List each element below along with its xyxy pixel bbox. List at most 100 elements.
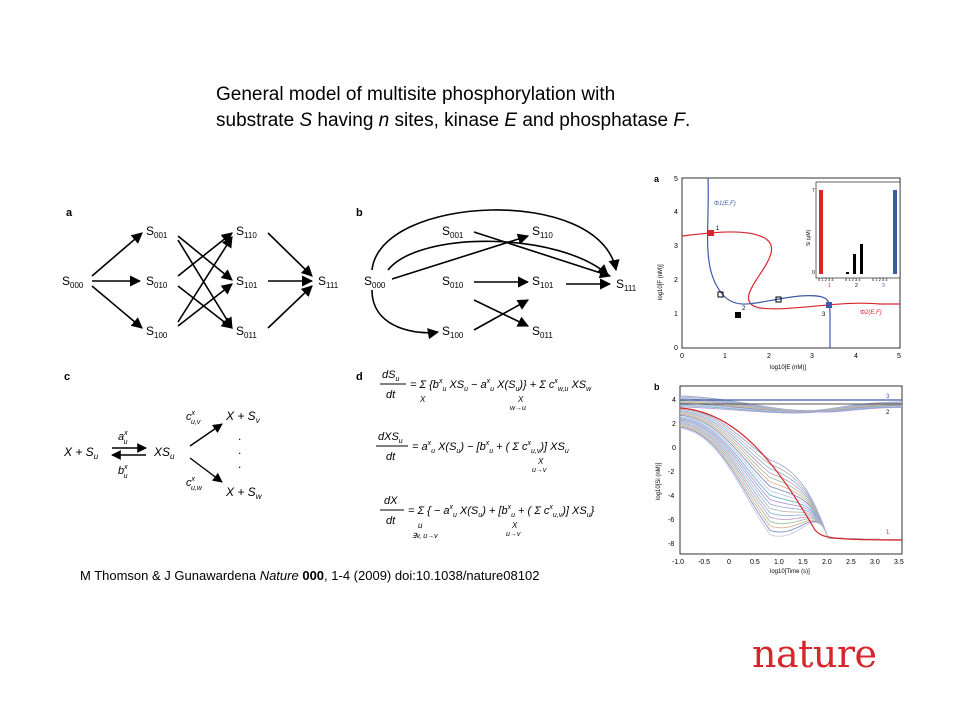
svg-text:1: 1	[886, 530, 890, 536]
node-s001: S001	[146, 224, 168, 240]
svg-text:3.0: 3.0	[870, 559, 880, 566]
svg-text:0: 0	[674, 345, 678, 352]
node-s011: S011	[236, 324, 257, 340]
svg-text:.: .	[238, 457, 241, 471]
svg-text:cxu,v: cxu,v	[186, 410, 201, 426]
svg-text:7: 7	[812, 188, 815, 194]
trajectory-line	[679, 426, 903, 541]
arrows-a	[91, 232, 314, 329]
node-s111: S111	[318, 274, 339, 290]
node-b-s010: S010	[442, 274, 464, 290]
svg-text:cxu,w: cxu,w	[186, 476, 203, 492]
nature-logo: nature	[752, 632, 877, 676]
svg-text:dXSu: dXSu	[378, 431, 403, 445]
svg-text:= axu X(Su) − [bxu + ( Σ cxu,v: = axu X(Su) − [bxu + ( Σ cxu,v)] XSu	[412, 440, 569, 455]
svg-text:2: 2	[742, 306, 746, 312]
node-b-s011: S011	[532, 324, 553, 340]
svg-text:log10[Si (nM)]: log10[Si (nM)]	[656, 462, 662, 500]
node-b-s100: S100	[442, 324, 464, 340]
svg-text:u: u	[418, 521, 423, 530]
plot-a-xticks: 0 1 2 3 4 5	[680, 353, 901, 360]
svg-text:X: X	[511, 521, 518, 530]
svg-text:0: 0	[812, 270, 815, 276]
svg-text:3: 3	[674, 243, 678, 250]
plot-a-yticks: 0 1 2 3 4 5	[674, 176, 678, 352]
svg-text:-1.0: -1.0	[672, 559, 684, 566]
svg-text:axu: axu	[118, 430, 128, 446]
svg-text:X: X	[537, 457, 544, 466]
diagram-d: d dSu dt = Σ {bxu XSu − axu X(Su)} + Σ c…	[356, 369, 595, 540]
diagram-a: a S000 S001 S010 S100 S110 S101 S011 S11…	[62, 207, 339, 340]
svg-text:2: 2	[767, 353, 771, 360]
svg-text:dSu: dSu	[382, 369, 399, 383]
plot-b-yticks: 4 2 0 -2 -4 -6 -8	[668, 397, 676, 548]
node-b-s111: S111	[616, 277, 637, 293]
svg-text:2.0: 2.0	[822, 559, 832, 566]
trajectory-line	[679, 424, 903, 541]
svg-text:1: 1	[674, 311, 678, 318]
svg-text:2: 2	[674, 277, 678, 284]
svg-text:-4: -4	[668, 493, 674, 500]
svg-text:XSu: XSu	[153, 445, 175, 461]
svg-text:4: 4	[672, 397, 676, 404]
svg-text:dt: dt	[386, 451, 396, 463]
trajectory-line	[679, 406, 903, 414]
node-s110: S110	[236, 224, 257, 240]
svg-text:0 1 2 3 4: 0 1 2 3 4	[845, 277, 861, 282]
slide-title: General model of multisite phosphorylati…	[216, 82, 816, 134]
title-line-2: substrate S having n sites, kinase E and…	[216, 110, 691, 131]
panel-label-d: d	[356, 371, 363, 383]
node-b-s101: S101	[532, 274, 554, 290]
svg-text:4: 4	[674, 209, 678, 216]
svg-text:X: X	[517, 395, 524, 404]
svg-text:5: 5	[674, 176, 678, 183]
svg-text:-8: -8	[668, 541, 674, 548]
svg-text:3: 3	[882, 283, 885, 289]
svg-text:1: 1	[723, 353, 727, 360]
svg-text:dt: dt	[386, 389, 396, 401]
svg-text:Si (μM): Si (μM)	[806, 229, 812, 246]
svg-text:= Σ { − axu X(Su) + [bxu + ( Σ: = Σ { − axu X(Su) + [bxu + ( Σ cxu,v)] X…	[408, 504, 595, 519]
plot-a: a 0 1 2 3 4 5 0 1 2 3 4 5 log10[E (nM)] …	[654, 174, 901, 371]
plot-b-xticks: -1.0 -0.5 0 0.5 1.0 1.5 2.0 2.5 3.0 3.5	[672, 559, 904, 566]
node-s101: S101	[236, 274, 258, 290]
svg-text:0 1 2 3 4: 0 1 2 3 4	[818, 277, 834, 282]
svg-text:= Σ {bxu XSu − axu X(Su)} + Σ: = Σ {bxu XSu − axu X(Su)} + Σ cxw,u XSw	[410, 378, 592, 393]
node-b-s001: S001	[442, 224, 464, 240]
svg-text:Φ2(E,F): Φ2(E,F)	[860, 310, 882, 316]
panel-label-b: b	[356, 207, 363, 219]
svg-text:5: 5	[897, 353, 901, 360]
svg-text:3.5: 3.5	[894, 559, 904, 566]
svg-text:u→v: u→v	[506, 531, 521, 538]
arrows-b	[371, 209, 620, 340]
plot-b-curves	[679, 395, 903, 541]
svg-text:a: a	[654, 174, 660, 184]
svg-text:0: 0	[672, 445, 676, 452]
svg-text:u→v: u→v	[532, 467, 547, 474]
svg-text:3: 3	[810, 353, 814, 360]
svg-text:dX: dX	[384, 495, 398, 507]
svg-text:∃v, u→v: ∃v, u→v	[412, 532, 438, 540]
title-line-1: General model of multisite phosphorylati…	[216, 84, 616, 105]
trajectory-line	[679, 423, 903, 541]
svg-text:Φ1(E,F): Φ1(E,F)	[714, 201, 736, 207]
panel-label-c: c	[64, 371, 70, 383]
svg-text:1.0: 1.0	[774, 559, 784, 566]
panel-label-a: a	[66, 207, 73, 219]
svg-text:log10[Time (s)]: log10[Time (s)]	[770, 569, 810, 575]
diagram-b: b S000 S001 S010 S100 S110 S101 S011 S11…	[356, 207, 637, 340]
svg-text:.: .	[238, 443, 241, 457]
svg-text:X + Su: X + Su	[63, 445, 99, 461]
svg-text:4: 4	[854, 353, 858, 360]
svg-text:0: 0	[680, 353, 684, 360]
node-b-s110: S110	[532, 224, 553, 240]
svg-text:2: 2	[886, 410, 890, 416]
svg-text:2: 2	[855, 283, 858, 289]
svg-text:1.5: 1.5	[798, 559, 808, 566]
svg-text:-6: -6	[668, 517, 674, 524]
svg-text:-0.5: -0.5	[698, 559, 710, 566]
svg-text:X + Sv: X + Sv	[225, 409, 261, 425]
svg-text:bxu: bxu	[118, 464, 128, 480]
